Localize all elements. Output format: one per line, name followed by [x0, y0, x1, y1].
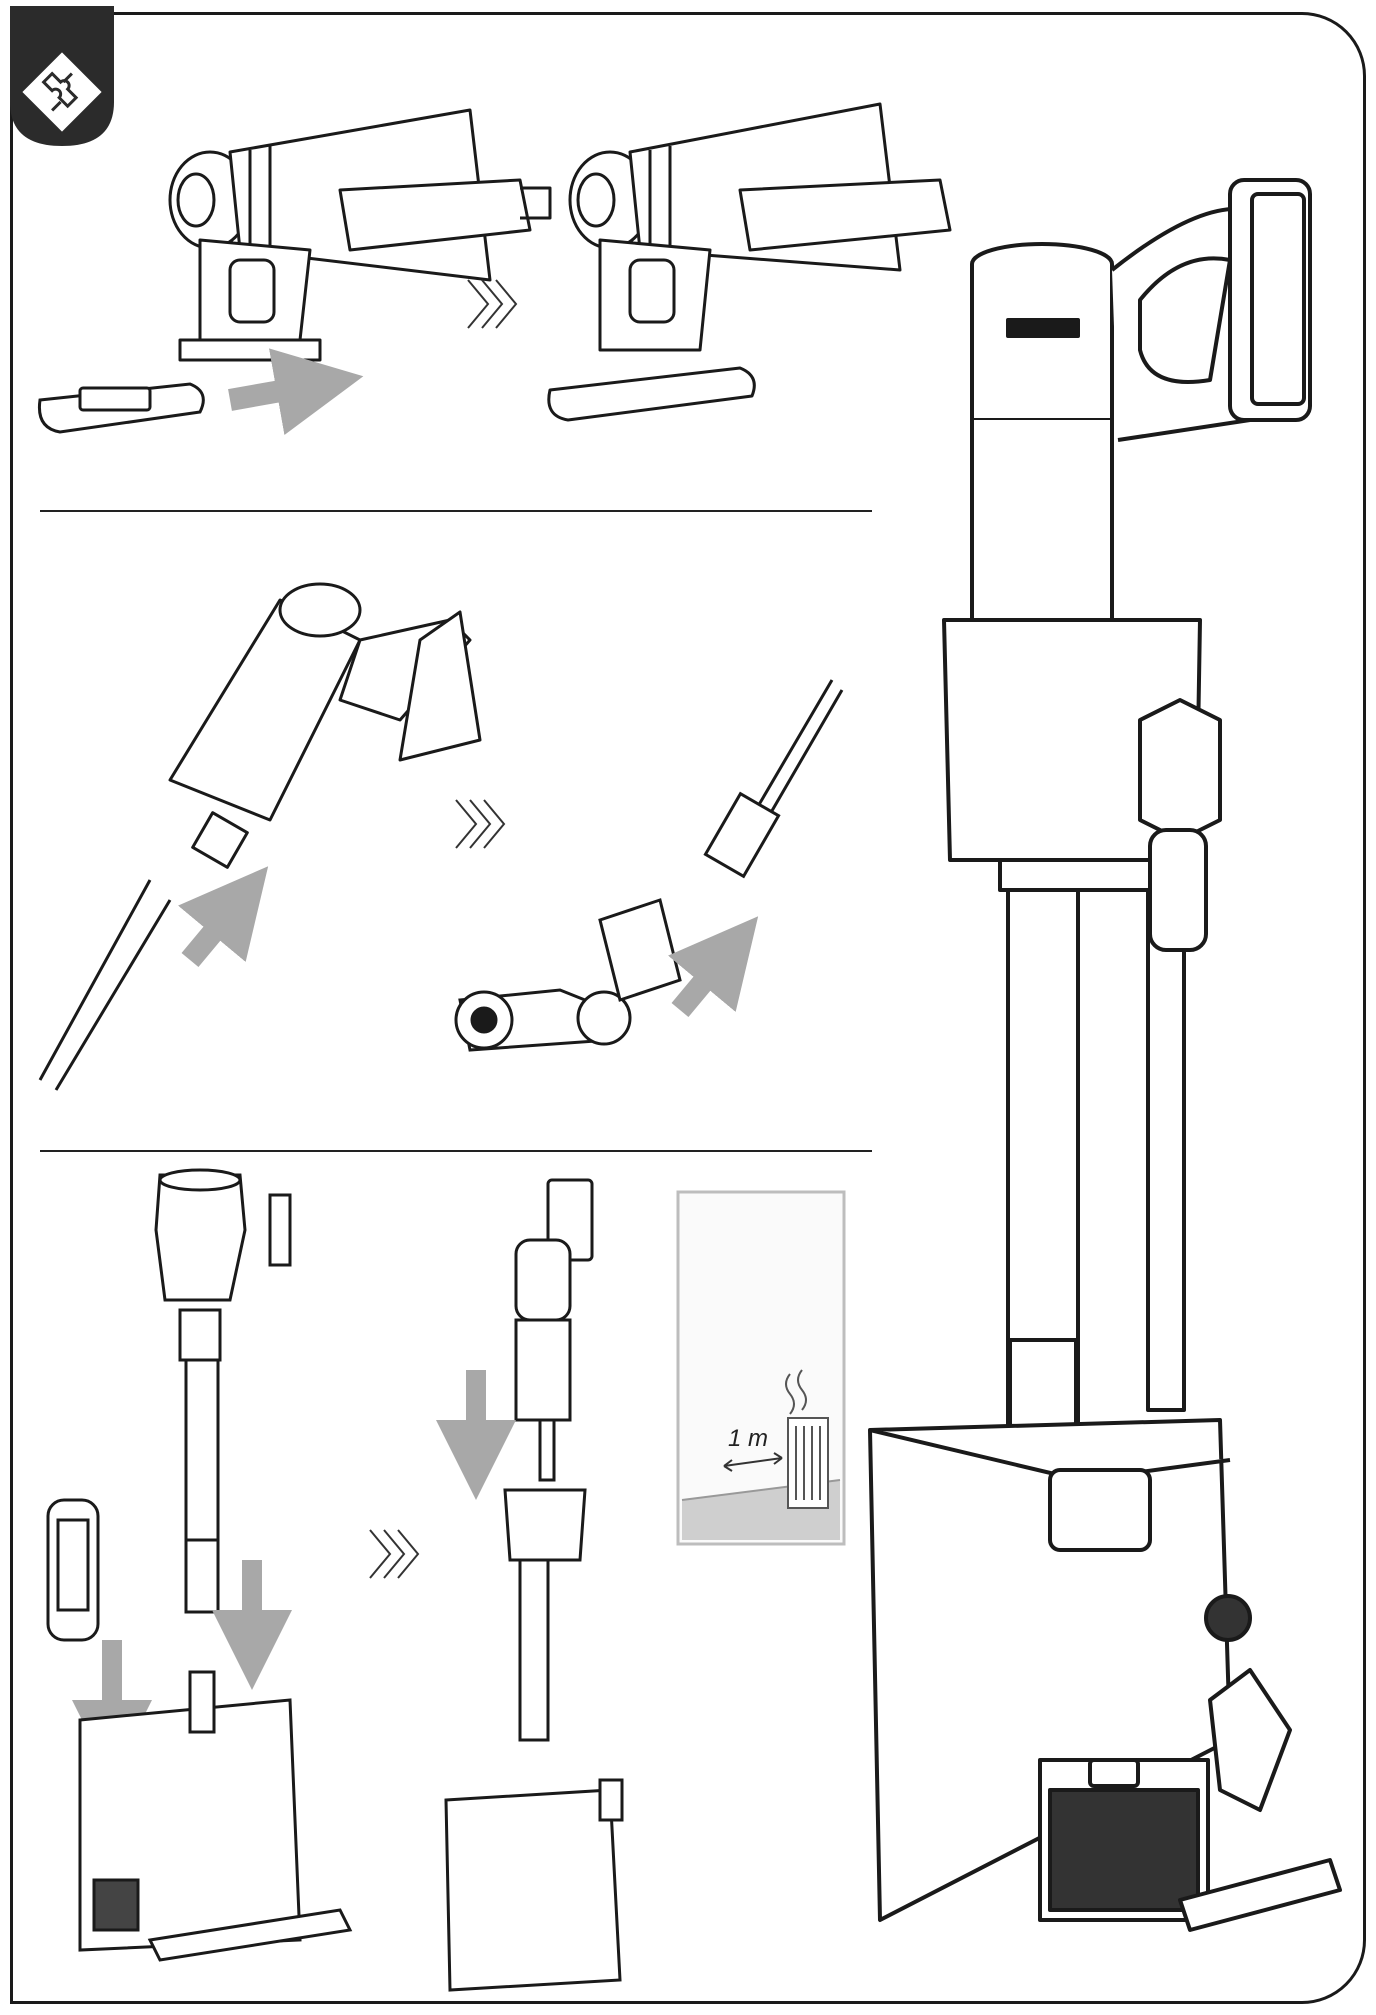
tube-connector — [703, 791, 781, 879]
battery-pack — [37, 382, 205, 434]
section-divider-2 — [40, 1150, 872, 1152]
puzzle-assembly-icon — [10, 6, 114, 146]
double-chevron-icon-2 — [455, 799, 506, 849]
tube-upper-right — [748, 679, 844, 829]
placement-inset: 1 m — [676, 1190, 846, 1546]
assembled-vacuum-station — [868, 178, 1342, 1932]
handheld-unit-after — [547, 102, 952, 422]
section-divider-1 — [40, 510, 872, 512]
insert-arrow-2 — [178, 866, 269, 968]
floor-head — [454, 898, 682, 1052]
distance-arrow — [723, 1457, 783, 1467]
spare-battery — [46, 1498, 100, 1642]
dock-base — [78, 1670, 353, 1962]
double-chevron-icon-3 — [369, 1529, 420, 1579]
distance-label: 1 m — [728, 1425, 768, 1452]
page-frame — [10, 12, 1366, 2004]
vacuum-lowering-into-dock — [444, 1178, 624, 1992]
handheld-with-battery-tilted — [168, 582, 482, 869]
tube-lower-left — [38, 879, 172, 1091]
heat-wave-icon — [785, 1369, 807, 1415]
insert-arrow-1 — [228, 348, 364, 436]
handheld-unit-before — [168, 108, 552, 362]
radiator-icon — [787, 1417, 829, 1509]
dock-holder-with-tube — [154, 1168, 292, 1614]
double-chevron-icon — [467, 279, 518, 329]
insert-arrow-3 — [668, 916, 759, 1018]
